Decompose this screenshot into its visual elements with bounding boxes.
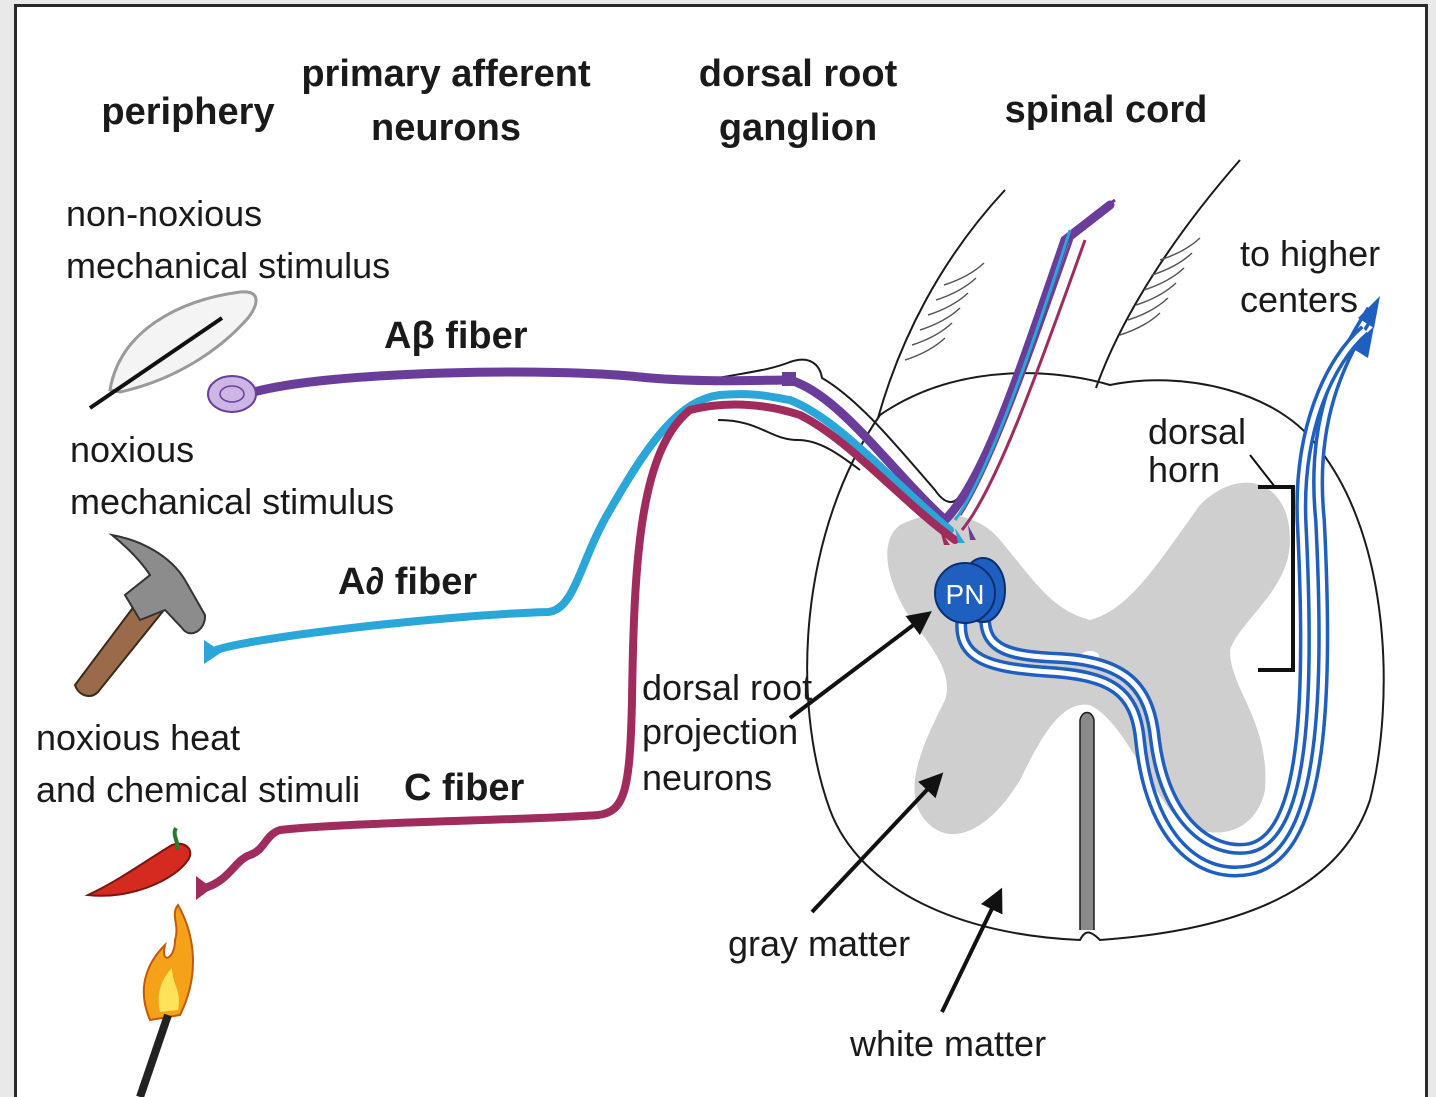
label-projection-3: neurons <box>642 757 772 798</box>
header-primary-afferent-2: neurons <box>371 107 521 149</box>
header-spinal-cord: spinal cord <box>1005 89 1208 131</box>
stimulus-heat-1: noxious heat <box>36 717 240 758</box>
stimulus-heat-2: and chemical stimuli <box>36 769 360 810</box>
fiber-label-c: C fiber <box>404 767 525 809</box>
label-projection-2: projection <box>642 711 798 752</box>
a-beta-receptor-icon <box>208 376 256 412</box>
a-delta-terminal-icon <box>204 640 222 664</box>
label-white-matter: white matter <box>849 1023 1046 1064</box>
header-primary-afferent-1: primary afferent <box>301 53 591 95</box>
fiber-label-a-delta: A∂ fiber <box>338 561 477 603</box>
header-drg-2: ganglion <box>719 107 877 149</box>
rootlet-hatching-right <box>1120 238 1200 335</box>
flame-icon <box>140 905 193 1097</box>
pn-label: PN <box>946 579 985 610</box>
anterior-median-fissure <box>1080 713 1094 931</box>
c-fiber-terminal-icon <box>196 876 212 900</box>
rootlet-hatching-left <box>905 263 984 360</box>
a-beta-cell-body <box>782 372 796 386</box>
fiber-label-a-beta: Aβ fiber <box>384 315 528 357</box>
label-dorsal-horn-2: horn <box>1148 449 1220 490</box>
stimulus-non-noxious-1: non-noxious <box>66 193 262 234</box>
header-periphery: periphery <box>101 91 274 133</box>
label-gray-matter: gray matter <box>728 923 910 964</box>
chili-pepper-icon <box>88 828 190 896</box>
stimulus-noxious-mech-2: mechanical stimulus <box>70 481 394 522</box>
label-dorsal-horn-1: dorsal <box>1148 411 1246 452</box>
label-projection-1: dorsal root <box>642 667 812 708</box>
dorsal-rootlet-right <box>1096 160 1240 388</box>
stimulus-non-noxious-2: mechanical stimulus <box>66 245 390 286</box>
stimulus-noxious-mech-1: noxious <box>70 429 194 470</box>
label-to-higher-2: centers <box>1240 279 1358 320</box>
label-to-higher-1: to higher <box>1240 233 1380 274</box>
hammer-icon <box>75 535 205 696</box>
header-drg-1: dorsal root <box>699 53 898 95</box>
